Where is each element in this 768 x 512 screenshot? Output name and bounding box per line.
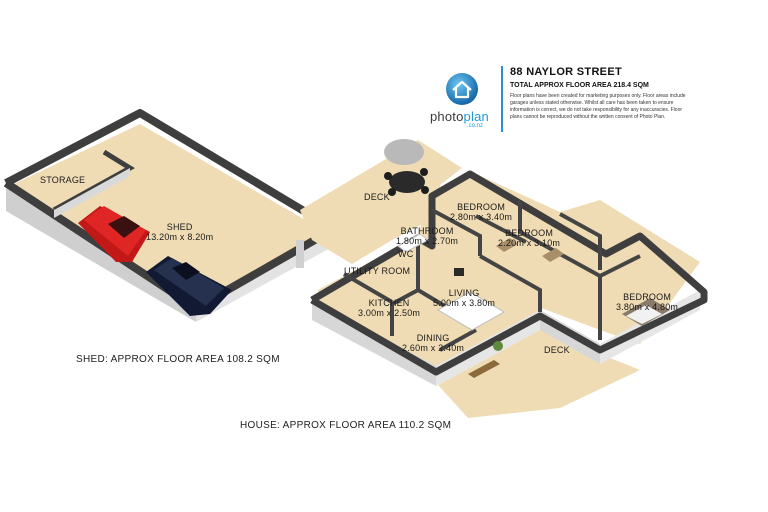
plan-header: photoplan .co.nz 88 NAYLOR STREET TOTAL … [430, 66, 730, 136]
room-label-kitchen: KITCHEN 3.00m x 2.50m [358, 298, 420, 318]
room-label-deck-bottom: DECK [544, 345, 570, 355]
bathroom-size: 1.80m x 2.70m [396, 236, 459, 246]
wc-name: WC [398, 249, 414, 259]
logo-word-photo: photo [430, 109, 464, 124]
utility-name: UTILITY ROOM [344, 266, 411, 276]
header-divider [501, 66, 503, 132]
dining-size: 2.60m x 2.40m [402, 343, 465, 353]
total-floor-area: TOTAL APPROX FLOOR AREA 218.4 SQM [510, 82, 649, 89]
room-label-utility: UTILITY ROOM [344, 266, 410, 276]
dining-name: DINING [416, 333, 450, 343]
room-label-shed: SHED 13.20m x 8.20m [146, 222, 213, 242]
room-label-living: LIVING 5.00m x 3.80m [433, 288, 495, 308]
living-size: 5.00m x 3.80m [433, 298, 496, 308]
bedroom-2-size: 2.20m x 3.10m [498, 238, 561, 248]
house-wall-tops [310, 170, 708, 376]
room-label-bedroom-3: BEDROOM 3.80m x 4.80m [616, 292, 678, 312]
shed-name: SHED [166, 222, 193, 232]
shed-size: 13.20m x 8.20m [146, 232, 214, 242]
storage-name: STORAGE [40, 175, 86, 185]
room-label-storage: STORAGE [40, 175, 85, 185]
bedroom-1-size: 2.80m x 3.40m [450, 212, 513, 222]
room-label-wc: WC [398, 249, 413, 259]
room-label-deck-top: DECK [364, 192, 390, 202]
bedroom-1-name: BEDROOM [457, 202, 506, 212]
logo-domain: .co.nz [467, 123, 484, 129]
room-label-bedroom-2: BEDROOM 2.20m x 3.10m [498, 228, 560, 248]
kitchen-name: KITCHEN [368, 298, 410, 308]
deck-top-name: DECK [364, 192, 390, 202]
deck-bottom-name: DECK [544, 345, 570, 355]
bathroom-name: BATHROOM [400, 226, 454, 236]
storage-partition-face [54, 168, 130, 218]
disclaimer-text: Floor plans have been created for market… [510, 93, 686, 120]
red-car [78, 206, 150, 262]
furniture [397, 233, 670, 378]
living-name: LIVING [448, 288, 480, 298]
house-floor-wing [418, 172, 700, 344]
room-label-dining: DINING 2.60m x 2.40m [402, 333, 464, 353]
bedroom-3-size: 3.80m x 4.80m [616, 302, 679, 312]
photoplan-house-icon [446, 73, 478, 105]
house-area-caption: HOUSE: APPROX FLOOR AREA 110.2 SQM [240, 420, 452, 431]
kitchen-size: 3.00m x 2.50m [358, 308, 421, 318]
bedroom-3-name: BEDROOM [623, 292, 672, 302]
logo-word-plan: plan [463, 109, 489, 124]
room-label-bedroom-1: BEDROOM 2.80m x 3.40m [450, 202, 512, 222]
room-label-bathroom: BATHROOM 1.80m x 2.70m [396, 226, 458, 246]
bedroom-2-name: BEDROOM [505, 228, 554, 238]
umbrella-table [384, 139, 429, 196]
navy-car [146, 256, 232, 316]
shed-building [3, 109, 338, 322]
shed-floor [14, 124, 326, 305]
shed-area-caption: SHED: APPROX FLOOR AREA 108.2 SQM [76, 354, 280, 365]
house-building [310, 170, 708, 418]
photoplan-wordmark: photoplan [430, 109, 489, 124]
property-address: 88 NAYLOR STREET [510, 66, 622, 78]
interior-walls [342, 200, 641, 352]
